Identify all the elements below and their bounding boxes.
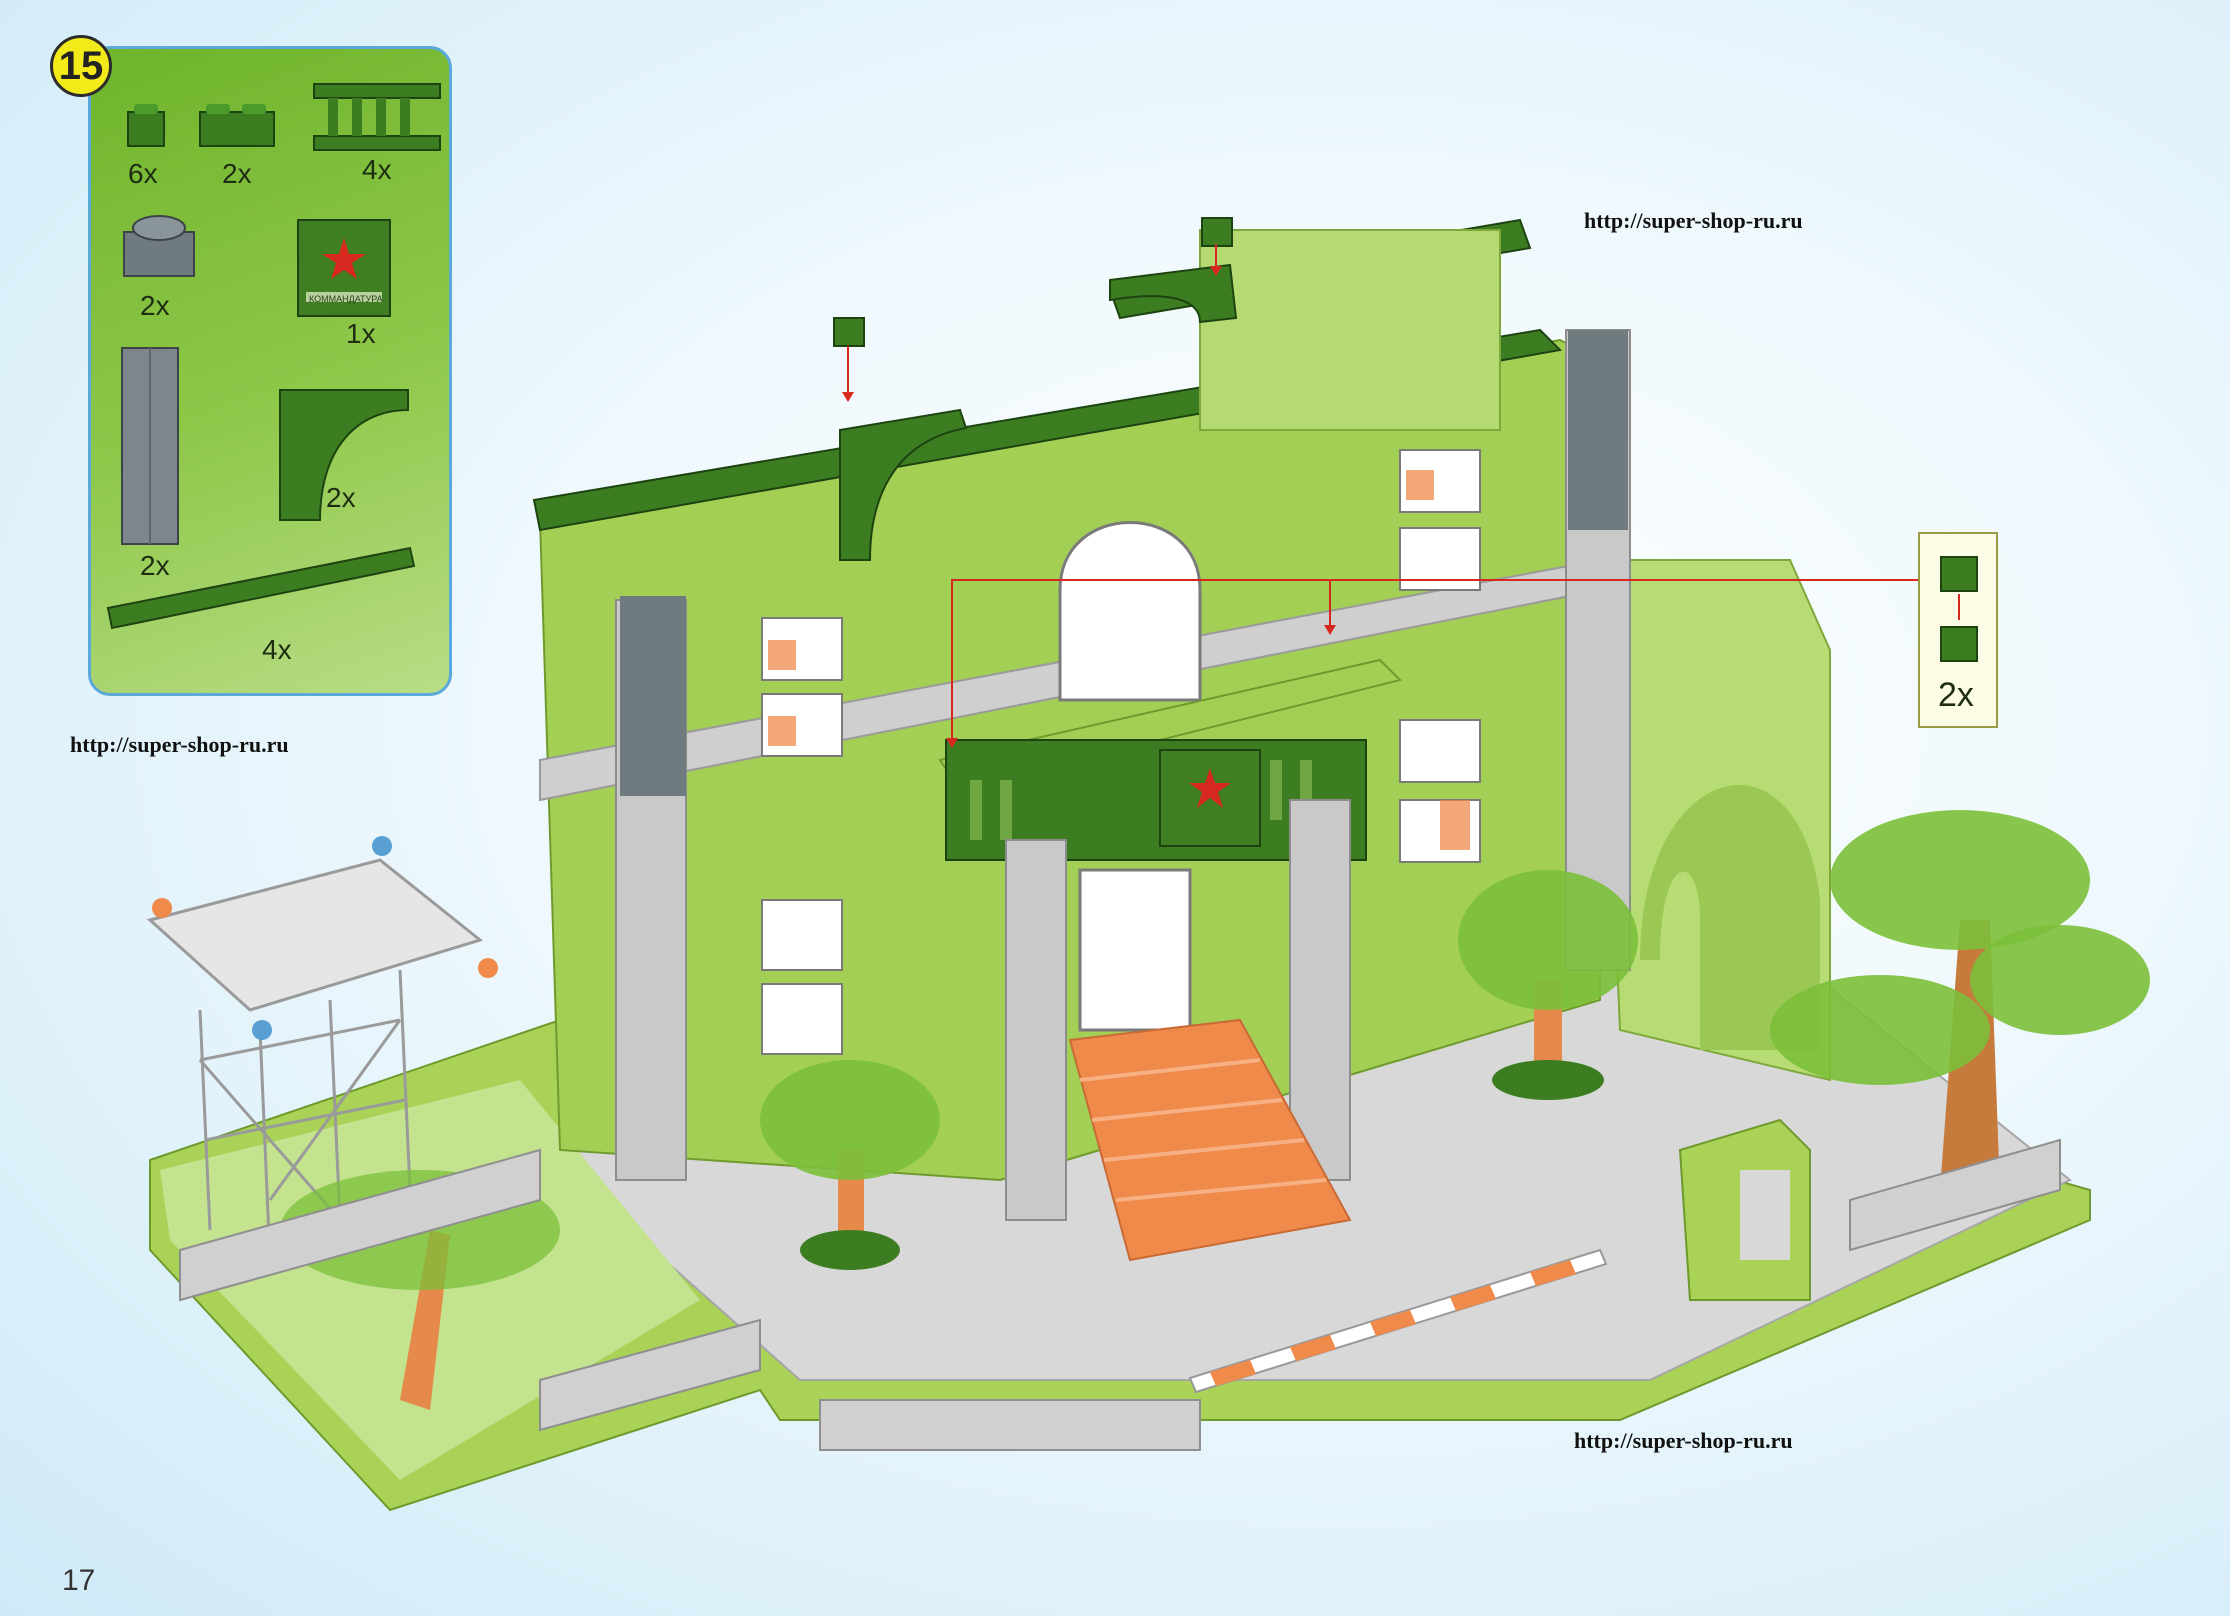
part-qty-column: 2x (140, 550, 170, 581)
part-1x2-brick (199, 104, 275, 147)
arrow-heads (842, 266, 1336, 748)
guard-booth (1678, 1118, 1811, 1301)
part-qty-emblem-panel: 1x (346, 318, 376, 349)
emblem-panel-text: КОММАНДАТУРА (309, 294, 383, 304)
watermark-url-left: http://super-shop-ru.ru (70, 732, 289, 757)
callout-arrow (1958, 594, 1960, 620)
main-building (532, 218, 1631, 1182)
callout-brick-bottom (1940, 626, 1978, 662)
right-annex (1598, 559, 1831, 1082)
palm-tree-center-right (1458, 870, 1638, 1100)
part-round-plate (123, 215, 195, 277)
part-qty-fence: 4x (362, 154, 392, 185)
part-qty-long-plate: 4x (262, 634, 292, 665)
front-fence (179, 1138, 2061, 1451)
portico (938, 658, 1402, 1262)
part-qty-1x1-brick: 6x (128, 158, 158, 189)
part-column (121, 347, 179, 545)
callout-brick-top (1940, 556, 1978, 592)
callout-qty: 2x (1938, 676, 1974, 714)
assembly-arrows (847, 244, 1918, 738)
watermark-url-bottom: http://super-shop-ru.ru (1574, 1428, 1793, 1453)
part-1x1-brick (127, 104, 165, 147)
watermark-url-top: http://super-shop-ru.ru (1584, 208, 1803, 233)
part-emblem-panel (297, 219, 391, 317)
palm-tree-center-left (760, 1060, 940, 1270)
sub-assembly-callout: 2x (1918, 532, 1998, 728)
part-qty-arch: 2x (326, 482, 356, 513)
part-qty-round-plate: 2x (140, 290, 170, 321)
gate-barrier (1188, 1248, 1608, 1394)
part-qty-1x2-brick: 2x (222, 158, 252, 189)
part-arch (279, 389, 409, 521)
page-number: 17 (62, 1564, 96, 1597)
part-fence (313, 83, 441, 151)
step-number-badge: 15 (50, 35, 112, 97)
roof-arches (833, 217, 1238, 561)
large-tree-right (1770, 810, 2150, 1190)
part-long-plate (106, 546, 416, 630)
